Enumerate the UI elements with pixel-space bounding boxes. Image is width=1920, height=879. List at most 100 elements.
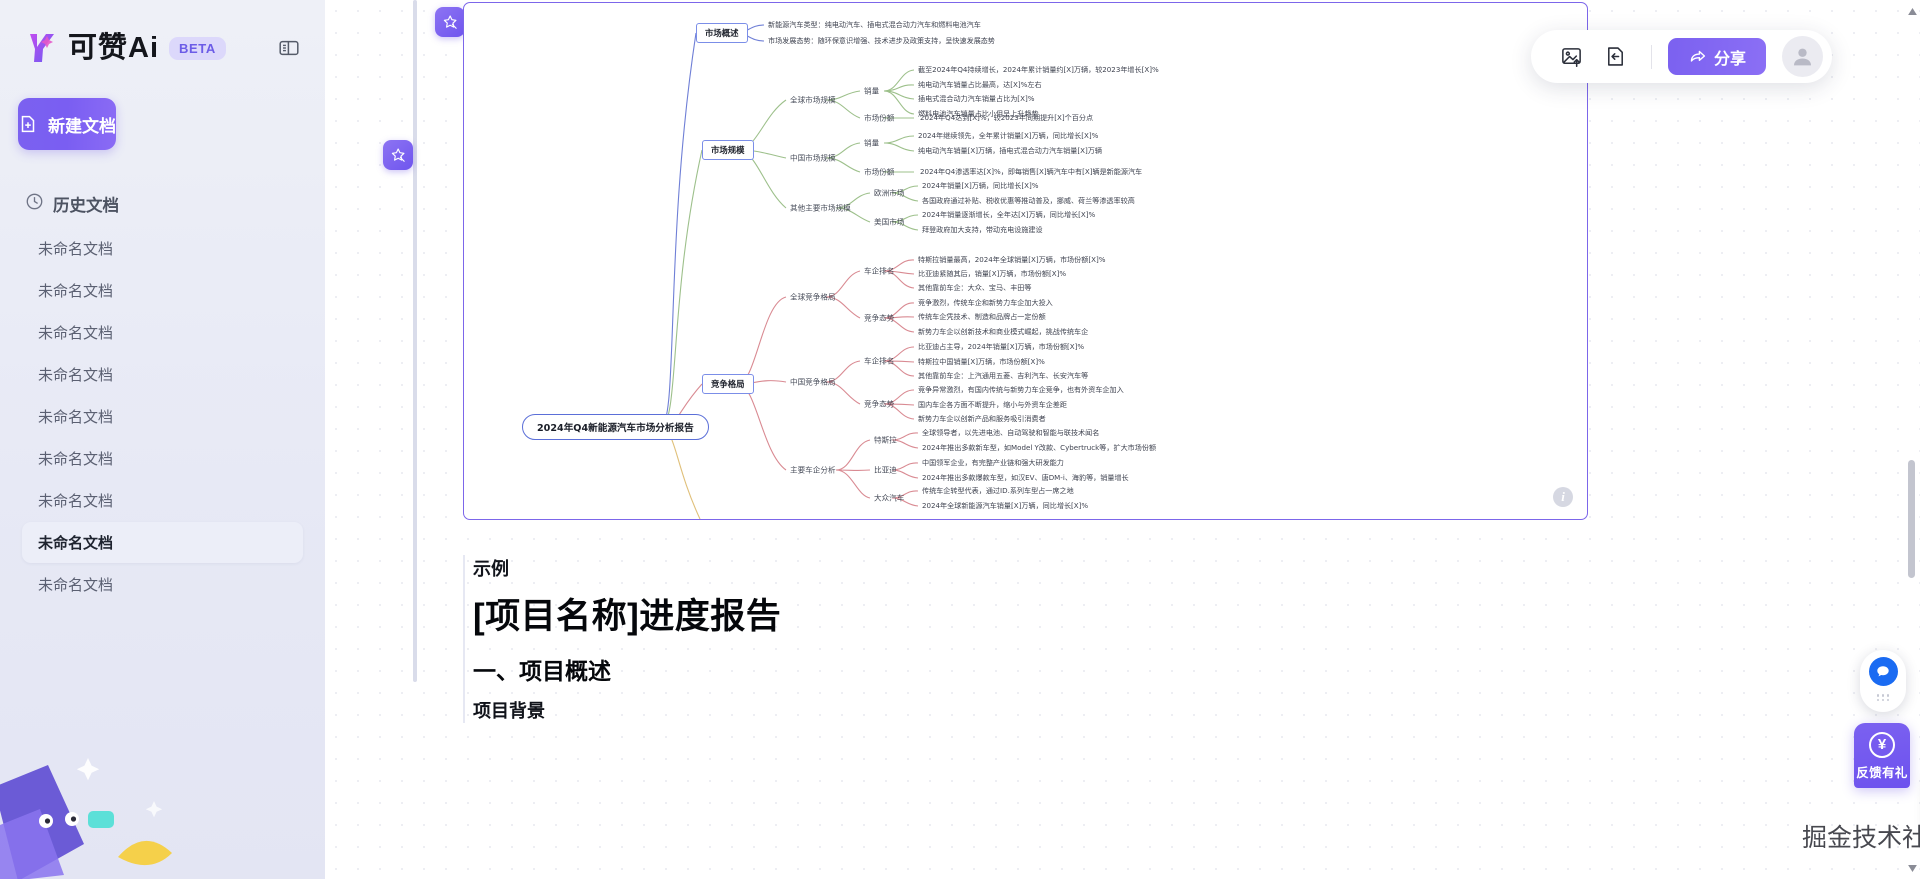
mindmap-leaf: 传统车企凭技术、制造和品牌占一定份额	[918, 312, 1046, 321]
mindmap-leaf: 传统车企转型代表，通过ID.系列车型占一席之地	[922, 486, 1074, 495]
canvas-left-rail	[413, 0, 417, 682]
mindmap-leaf: 新势力车企以创新产品和服务吸引消费者	[918, 414, 1046, 423]
drag-handle-icon[interactable]	[1876, 694, 1890, 702]
history-item[interactable]: 未命名文档	[22, 438, 303, 479]
back-icon[interactable]	[1597, 38, 1635, 76]
chat-bubble-icon	[1868, 657, 1898, 686]
document-heading-2: 一、项目概述	[473, 658, 611, 684]
mindmap-subgroup: 销量	[864, 138, 880, 148]
mindmap-canvas: 2024年Q4新能源汽车市场分析报告 市场概述 新能源汽车类型：纯电动汽车、插电…	[464, 3, 1587, 519]
sidebar-toggle-icon[interactable]	[275, 34, 303, 62]
mindmap-leaf: 比亚迪占主导，2024年销量[X]万辆，市场份额[X]%	[918, 342, 1085, 351]
mindmap-leaf: 2024年销量逐渐增长，全年达[X]万辆，同比增长[X]%	[922, 210, 1096, 219]
mindmap-leaf: 燃料电池汽车销量占比小但呈上升趋势	[918, 109, 1039, 118]
share-button[interactable]: 分享	[1667, 38, 1766, 75]
ai-magic-button-top[interactable]	[435, 7, 465, 37]
mindmap-info-icon[interactable]: i	[1553, 487, 1573, 507]
mindmap-leaf: 2024年推出多款爆款车型，如汉EV、唐DM-i、海豹等，销量增长	[922, 473, 1129, 482]
mindmap-branch-node[interactable]: 竞争格局	[702, 374, 754, 394]
mindmap-group: 全球市场规模	[790, 95, 836, 105]
mindmap-branch-node[interactable]: 市场规模	[702, 140, 754, 160]
mindmap-leaf: 截至2024年Q4持续增长，2024年累计销量约[X]万辆，较2023年增长[X…	[918, 65, 1159, 74]
mindmap-leaf: 新能源汽车类型：纯电动汽车、插电式混合动力汽车和燃料电池汽车	[768, 20, 981, 29]
history-item-label: 未命名文档	[38, 409, 114, 426]
history-title: 历史文档	[53, 197, 119, 215]
history-item-label: 未命名文档	[38, 451, 114, 468]
feedback-label: 反馈有礼	[1856, 766, 1908, 780]
customer-service-button[interactable]	[1860, 650, 1906, 712]
mindmap-root-node[interactable]: 2024年Q4新能源汽车市场分析报告	[522, 414, 709, 440]
mindmap-subgroup: 美国市场	[874, 217, 905, 227]
history-item-label: 未命名文档	[38, 367, 114, 384]
sidebar-header: 可赞Ai BETA	[0, 0, 325, 68]
mindmap-group: 其他主要市场规模	[790, 203, 851, 213]
mindmap-leaf: 市场发展态势：随环保意识增强、技术进步及政策支持，呈快速发展态势	[768, 36, 995, 45]
history-item[interactable]: 未命名文档	[22, 354, 303, 395]
mindmap-leaf: 2024年推出多款新车型，如Model Y改款、Cybertruck等，扩大市场…	[922, 443, 1157, 452]
mindmap-leaf: 2024年Q4达到[X]%，较2023年同期提升[X]个百分点	[920, 113, 1094, 122]
mindmap-group: 中国竞争格局	[790, 377, 836, 387]
mindmap-leaf: 2024年继续领先，全年累计销量[X]万辆，同比增长[X]%	[918, 131, 1099, 140]
mindmap-leaf: 竞争激烈，传统车企和新势力车企加大投入	[918, 298, 1053, 307]
history-item-label: 未命名文档	[38, 241, 114, 258]
vertical-scrollbar[interactable]	[1906, 0, 1918, 879]
history-list: 未命名文档 未命名文档 未命名文档 未命名文档 未命名文档 未命名文档 未命名文…	[0, 228, 325, 605]
new-document-label: 新建文档	[48, 116, 116, 136]
document-kicker: 示例	[473, 559, 509, 579]
mindmap-group: 中国市场规模	[790, 153, 836, 163]
mindmap-subgroup: 销量	[864, 86, 880, 96]
scrollbar-thumb[interactable]	[1908, 460, 1915, 578]
app-logo: 可赞Ai BETA	[22, 28, 226, 68]
feedback-reward-button[interactable]: ¥ 反馈有礼	[1854, 723, 1910, 788]
ai-magic-button-side[interactable]	[383, 140, 413, 170]
mindmap-subgroup: 车企排名	[864, 356, 895, 366]
toolbar-divider	[1650, 44, 1652, 69]
mindmap-subgroup: 市场份额	[864, 113, 895, 123]
user-avatar[interactable]	[1782, 36, 1823, 77]
history-item[interactable]: 未命名文档	[22, 480, 303, 521]
mindmap-subgroup: 大众汽车	[874, 493, 905, 503]
mindmap-leaf: 比亚迪紧随其后，销量[X]万辆，市场份额[X]%	[918, 269, 1067, 278]
export-image-icon[interactable]	[1553, 38, 1591, 76]
mindmap-leaf: 国内车企各方面不断提升，缩小与外资车企差距	[918, 400, 1067, 409]
mindmap-branch-node[interactable]: 市场概述	[696, 23, 748, 43]
sidebar-decoration	[0, 758, 172, 879]
yen-icon: ¥	[1869, 732, 1895, 758]
mindmap-leaf: 全球领导者，以先进电池、自动驾驶和智能与联技术闻名	[922, 428, 1100, 437]
history-item-label: 未命名文档	[38, 283, 114, 300]
history-item-label: 未命名文档	[38, 325, 114, 342]
clock-icon	[25, 192, 44, 216]
history-item-label: 未命名文档	[38, 577, 114, 594]
mindmap-subgroup: 市场份额	[864, 167, 895, 177]
mindmap-leaf: 2024年全球新能源汽车销量[X]万辆，同比增长[X]%	[922, 501, 1089, 510]
history-item[interactable]: 未命名文档	[22, 270, 303, 311]
history-item[interactable]: 未命名文档	[22, 564, 303, 605]
history-item[interactable]: 未命名文档	[22, 396, 303, 437]
mindmap-subgroup: 竞争态势	[864, 399, 895, 409]
mindmap-leaf: 插电式混合动力汽车销量占比为[X]%	[918, 94, 1035, 103]
history-item-label: 未命名文档	[38, 493, 114, 510]
mindmap-leaf: 竞争异常激烈，有国内传统与新势力车企竞争，也有外资车企加入	[918, 385, 1124, 394]
history-item-label: 未命名文档	[38, 535, 114, 552]
mindmap-group: 全球竞争格局	[790, 292, 836, 302]
beta-badge: BETA	[169, 36, 226, 60]
mindmap-leaf: 特斯拉中国销量[X]万辆，市场份额[X]%	[918, 357, 1045, 366]
document-heading-3: 项目背景	[473, 701, 545, 721]
mindmap-subgroup: 车企排名	[864, 266, 895, 276]
history-item-selected[interactable]: 未命名文档	[22, 522, 303, 563]
scroll-down-arrow-icon[interactable]	[1907, 861, 1917, 875]
mindmap-group: 主要车企分析	[790, 465, 836, 475]
mindmap-leaf: 纯电动汽车销量[X]万辆，插电式混合动力汽车销量[X]万辆	[918, 146, 1102, 155]
history-section-header: 历史文档	[25, 192, 325, 216]
mindmap-leaf: 拜登政府加大支持，带动充电设施建设	[922, 225, 1043, 234]
document-body: 示例 [项目名称]进度报告 一、项目概述 项目背景	[463, 555, 1593, 723]
document-title: [项目名称]进度报告	[473, 597, 782, 636]
history-item[interactable]: 未命名文档	[22, 228, 303, 269]
new-document-button[interactable]: 新建文档	[18, 98, 116, 150]
mindmap-card[interactable]: 2024年Q4新能源汽车市场分析报告 市场概述 新能源汽车类型：纯电动汽车、插电…	[463, 2, 1588, 520]
mindmap-leaf: 其他靠前车企：大众、宝马、丰田等	[918, 283, 1032, 292]
main-canvas: 2024年Q4新能源汽车市场分析报告 市场概述 新能源汽车类型：纯电动汽车、插电…	[325, 0, 1920, 879]
scroll-up-arrow-icon[interactable]	[1907, 4, 1917, 18]
history-item[interactable]: 未命名文档	[22, 312, 303, 353]
